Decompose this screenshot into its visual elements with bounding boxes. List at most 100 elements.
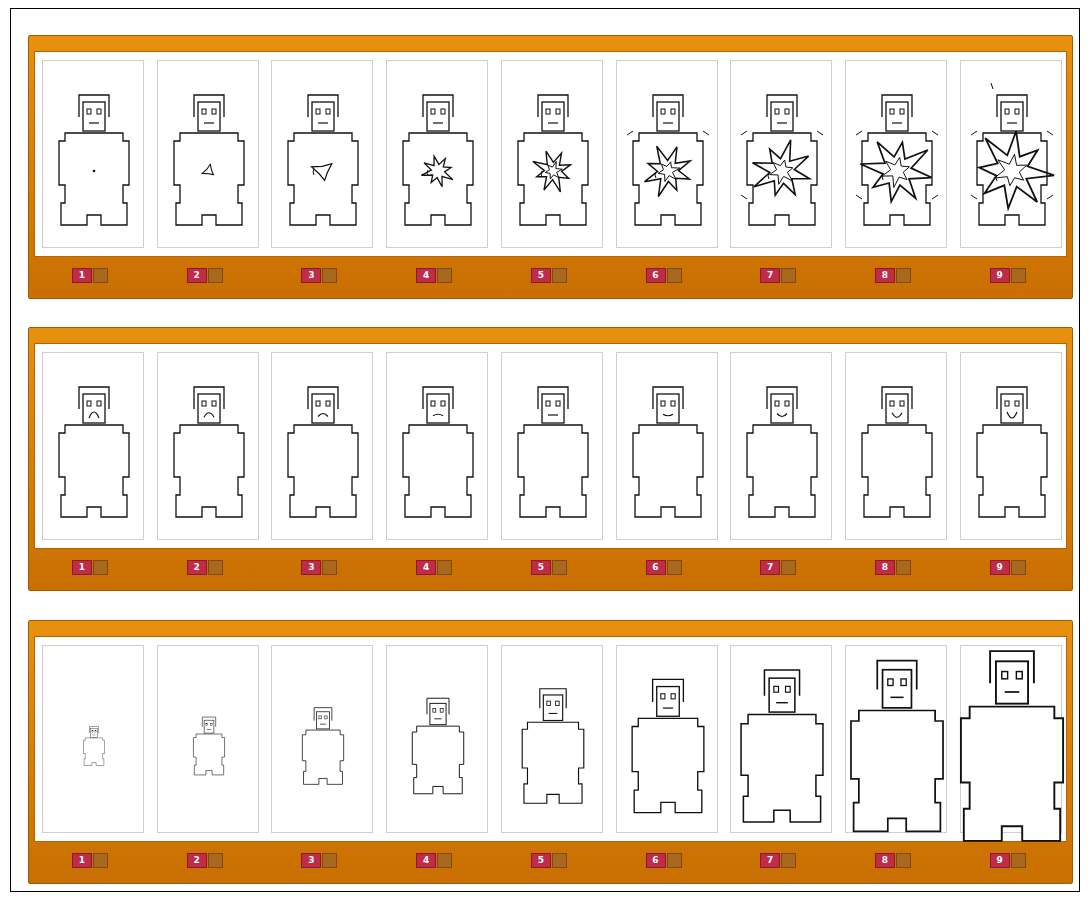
frame-button: 4: [416, 853, 436, 868]
figure-drawing: [387, 646, 487, 832]
frame-number: 7: [767, 563, 773, 572]
figure-eye: [671, 694, 675, 699]
toggle-button: [1011, 853, 1026, 868]
figure-body: [59, 425, 129, 517]
figure-face: [996, 661, 1028, 703]
figure-drawing: [617, 353, 717, 539]
figure-face: [91, 729, 98, 738]
figure-group: [856, 95, 938, 225]
figure-drawing: [731, 61, 831, 247]
figure-group: [174, 387, 244, 517]
figure-body: [193, 734, 224, 775]
figure-body: [518, 133, 588, 225]
frame-number: 7: [767, 271, 773, 280]
frame-number: 9: [996, 856, 1002, 865]
figure-eye: [1005, 401, 1009, 406]
figure-face: [430, 703, 446, 724]
figure-eye: [325, 716, 327, 719]
figure-eye: [316, 401, 320, 406]
frame-number: 2: [194, 563, 200, 572]
figure-eye: [440, 709, 443, 713]
figure-group: [174, 95, 244, 225]
figure-body: [84, 738, 105, 766]
frame-strip: [34, 343, 1067, 549]
figure-eye: [671, 401, 675, 406]
figure-group: [59, 387, 129, 517]
toggle-button: [1011, 268, 1026, 283]
figure-group: [522, 689, 584, 803]
figure-drawing: [846, 61, 946, 247]
frame-card: [271, 645, 373, 833]
figure-group: [518, 95, 588, 225]
figure-eye: [546, 109, 550, 114]
frame-number: 1: [79, 271, 85, 280]
figure-eye: [95, 731, 96, 733]
figure-eye: [1015, 401, 1019, 406]
toggle-button: [322, 268, 337, 283]
frame-card: [157, 60, 259, 248]
frame-button: 6: [646, 268, 666, 283]
figure-mouth: [548, 713, 557, 714]
explosion-dot: [93, 170, 96, 173]
toggle-button: [667, 268, 682, 283]
explosion-star: [545, 162, 562, 179]
figure-eye: [212, 401, 216, 406]
frame-card: [386, 352, 488, 540]
figure-eye: [556, 109, 560, 114]
motion-line: [768, 173, 769, 179]
frame-card: [42, 352, 144, 540]
frame-strip: [34, 51, 1067, 257]
figure-drawing: [43, 353, 143, 539]
figure-body: [862, 425, 932, 517]
figure-group: [741, 95, 823, 225]
figure-eye: [785, 109, 789, 114]
figure-face: [542, 102, 564, 131]
figure-mouth: [1007, 122, 1017, 123]
figure-body: [522, 722, 584, 803]
frame-button: 8: [875, 560, 895, 575]
toggle-button: [208, 560, 223, 575]
figure-face: [771, 394, 793, 423]
frame-button: 3: [301, 268, 321, 283]
figure-group: [632, 679, 704, 812]
frame-card: [42, 60, 144, 248]
frame-number: 6: [652, 271, 658, 280]
figure-body: [412, 726, 463, 794]
figure-mouth: [662, 707, 672, 708]
figure-group: [303, 708, 344, 785]
figure-eye: [890, 401, 894, 406]
figure-drawing: [502, 353, 602, 539]
figure-eye: [546, 401, 550, 406]
toggle-button: [437, 268, 452, 283]
explosion-star: [753, 140, 810, 195]
figure-group: [960, 651, 1062, 841]
frame-card: [157, 645, 259, 833]
frame-number: 8: [882, 563, 888, 572]
figure-group: [627, 95, 709, 225]
toggle-button: [322, 853, 337, 868]
figure-eye: [661, 401, 665, 406]
explosion-star: [770, 160, 793, 184]
figure-mouth: [1007, 412, 1017, 418]
figure-group: [518, 387, 588, 517]
figure-eye: [660, 694, 664, 699]
frame-card: [42, 645, 144, 833]
frame-card: [271, 352, 373, 540]
explosion-star: [658, 162, 680, 182]
toggle-button: [781, 853, 796, 868]
figure-body: [741, 714, 823, 822]
figure-group: [59, 95, 129, 225]
figure-body: [633, 133, 703, 225]
frame-card: [157, 352, 259, 540]
frame-number: 6: [652, 856, 658, 865]
figure-eye: [661, 109, 665, 114]
toggle-button: [667, 853, 682, 868]
explosion-star: [312, 164, 332, 181]
explosion-star: [882, 157, 909, 187]
toggle-button: [93, 560, 108, 575]
frame-button: 9: [990, 560, 1010, 575]
toggle-button: [93, 268, 108, 283]
toggle-button: [322, 560, 337, 575]
figure-face: [886, 394, 908, 423]
figure-eye: [441, 109, 445, 114]
